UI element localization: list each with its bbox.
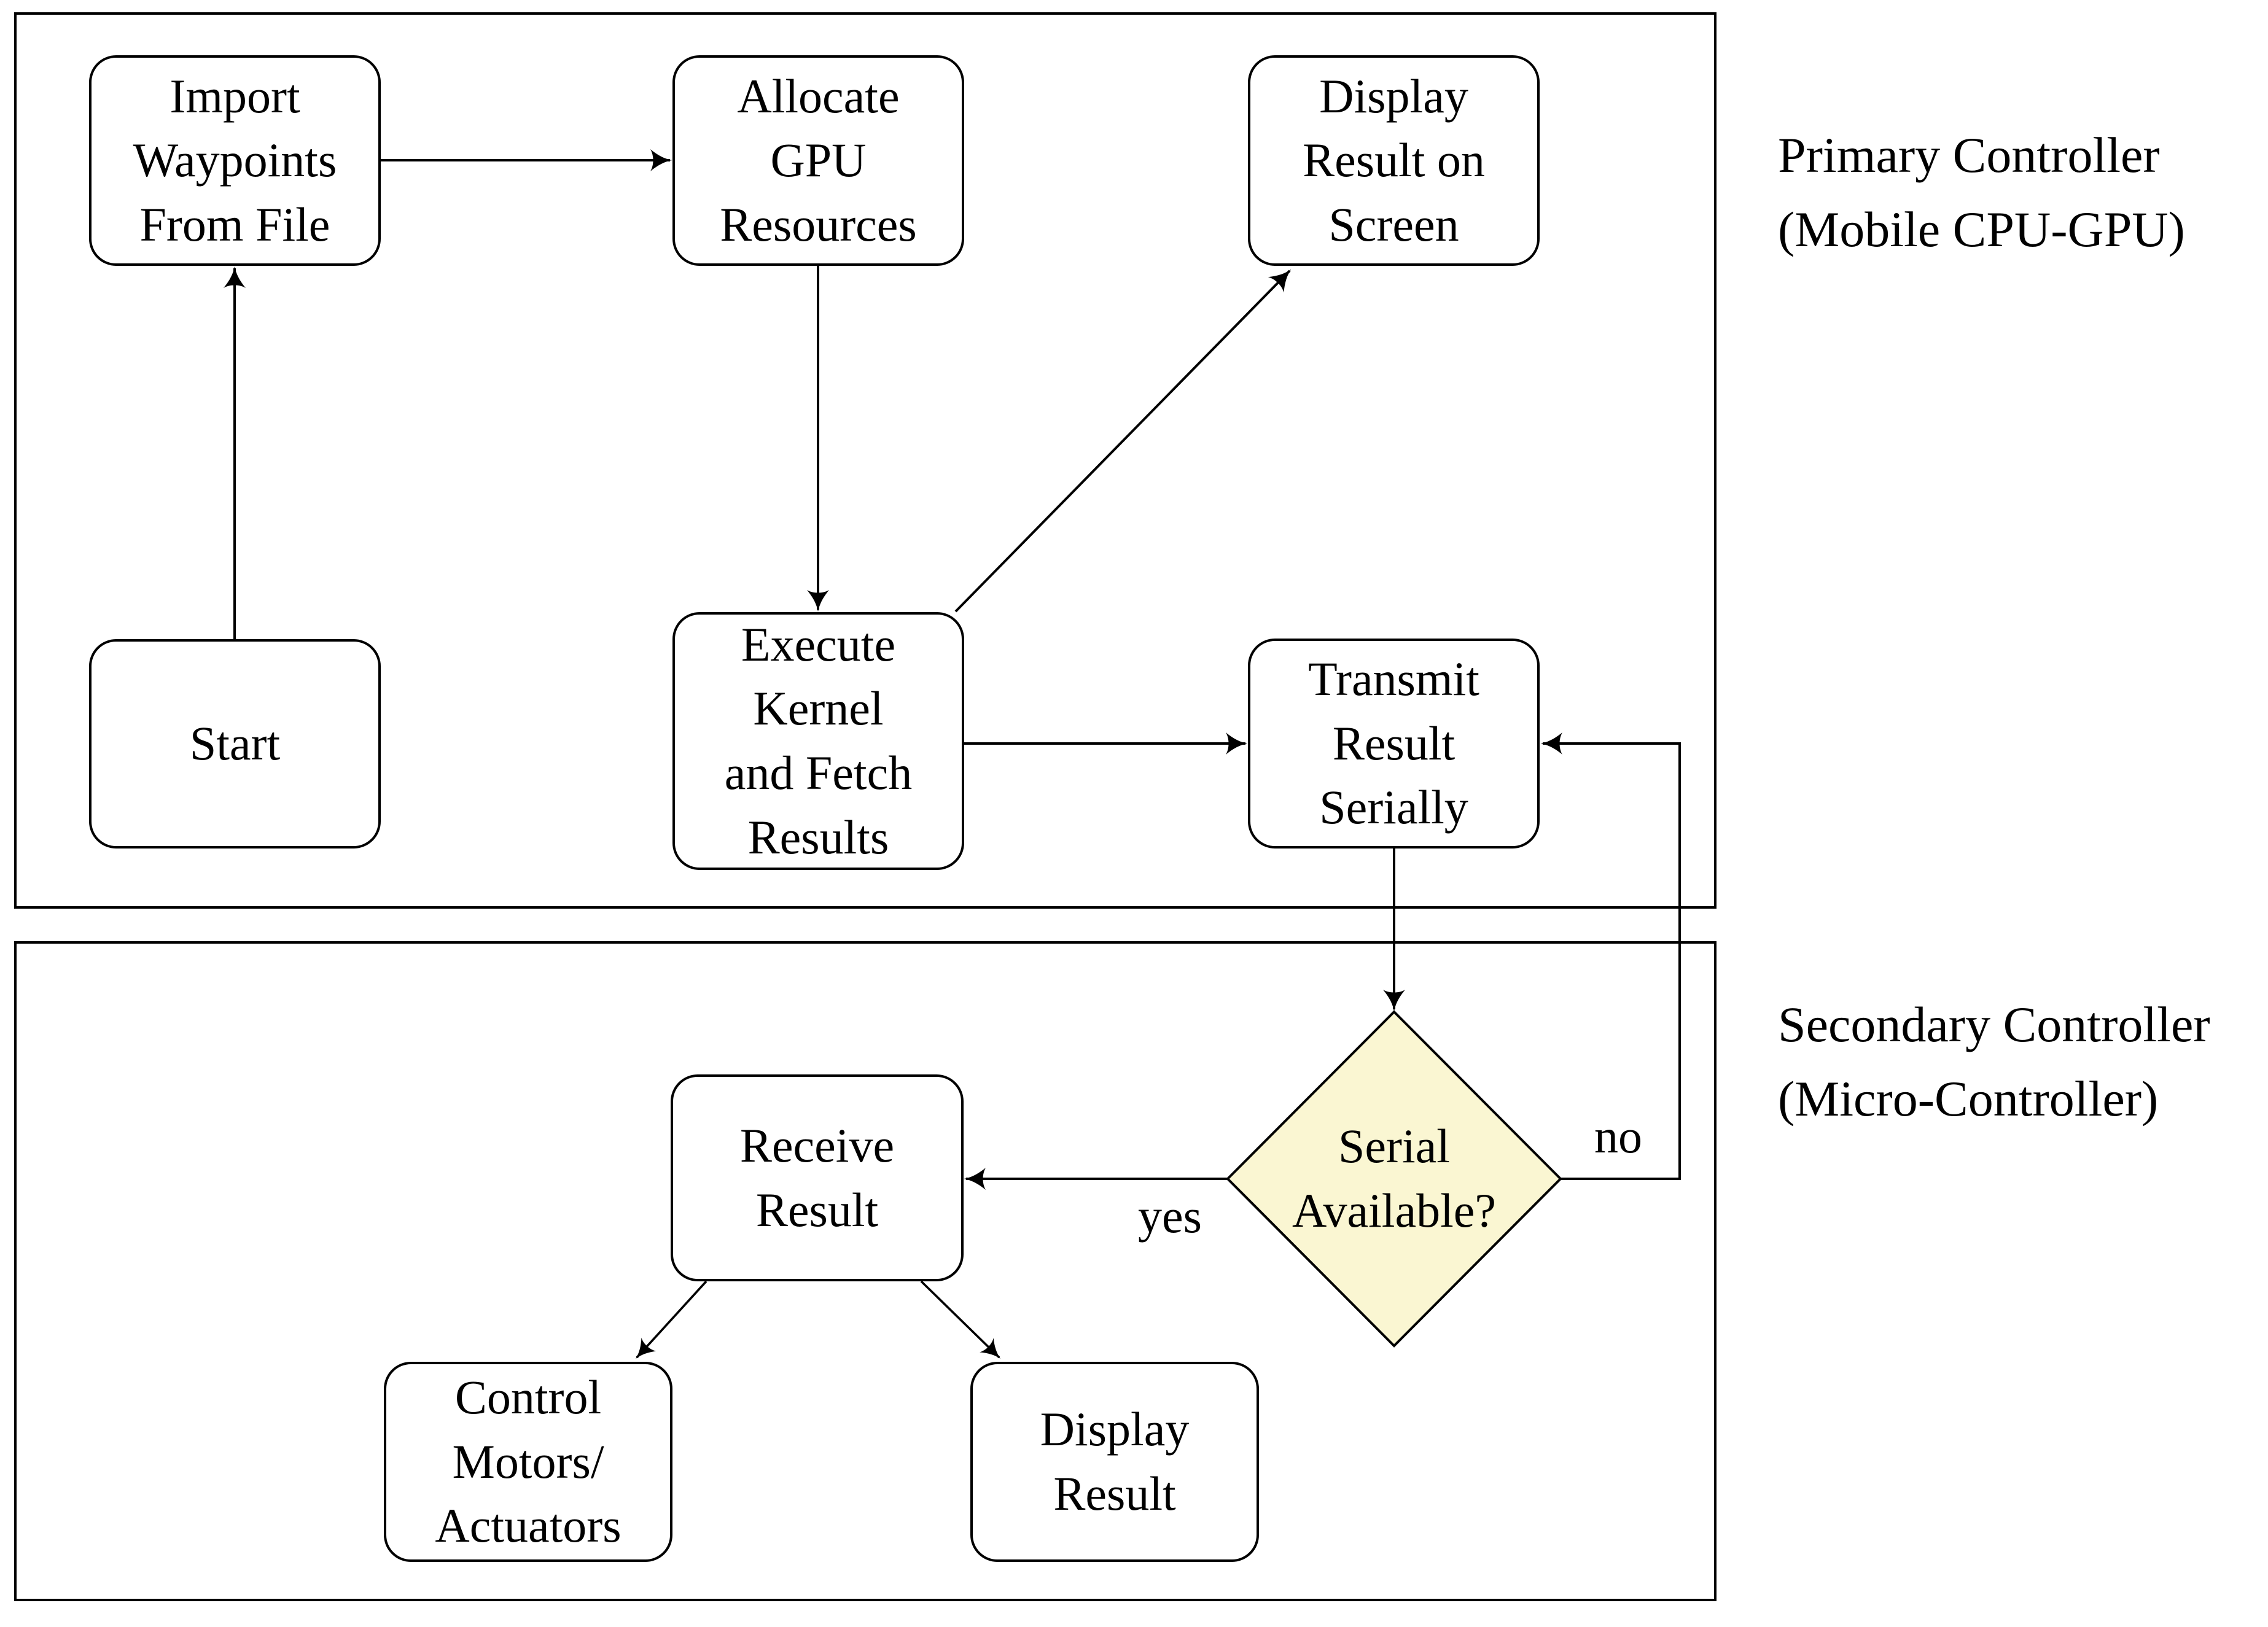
node-receive-result: Receive Result [671, 1074, 964, 1281]
primary-controller-label: Primary Controller (Mobile CPU-GPU) [1778, 127, 2185, 258]
secondary-controller-label: Secondary Controller (Micro-Controller) [1778, 996, 2210, 1127]
decision-serial-available-label: Serial Available? [1292, 1119, 1497, 1237]
node-import-waypoints: Import Waypoints From File [89, 55, 381, 266]
node-execute-kernel: Execute Kernel and Fetch Results [672, 612, 964, 870]
secondary-controller-container [14, 941, 1717, 1601]
edge-receive-to-control [635, 1280, 707, 1359]
edge-execute-to-display-screen [954, 269, 1292, 613]
node-transmit-serial: Transmit Result Serially [1248, 639, 1540, 848]
node-display-result: Display Result [970, 1362, 1259, 1562]
primary-controller-container [14, 12, 1717, 909]
decision-diamond-shape [1226, 1010, 1562, 1348]
edge-label-no: no [1594, 1109, 1642, 1163]
edge-label-yes: yes [1138, 1189, 1202, 1243]
edge-decision-no-to-transmit [1540, 732, 1681, 1180]
node-allocate-gpu: Allocate GPU Resources [672, 55, 964, 266]
node-control-motors: Control Motors/ Actuators [384, 1362, 672, 1562]
node-display-screen: Display Result on Screen [1248, 55, 1540, 266]
node-start: Start [89, 639, 381, 848]
edge-receive-to-display-result [920, 1280, 1001, 1359]
